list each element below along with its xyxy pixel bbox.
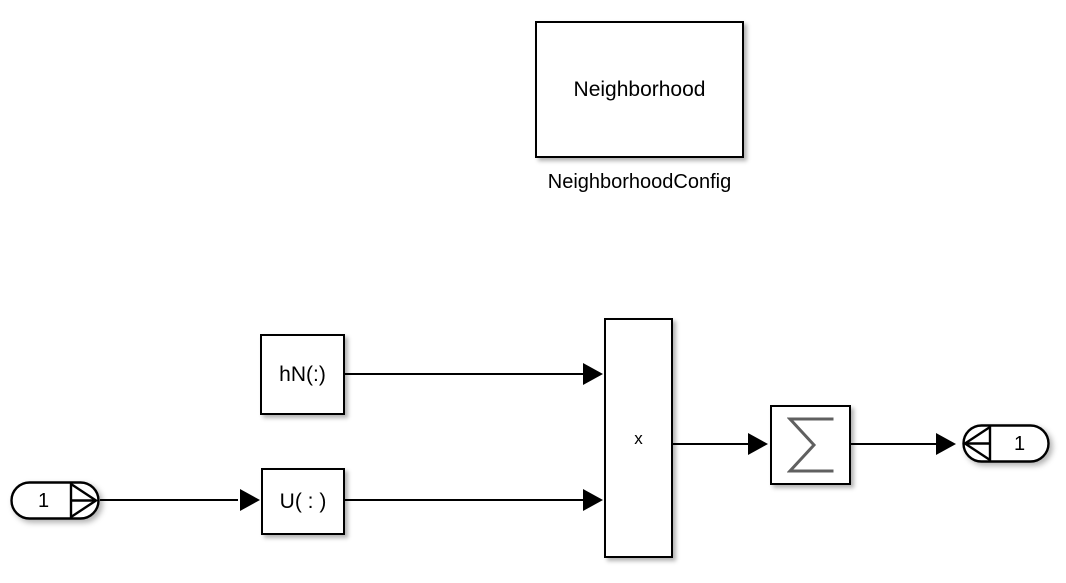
wire-hn-to-multiply[interactable] [345, 373, 583, 375]
block-hn-label: hN(:) [279, 363, 326, 386]
wire-sum-to-outport[interactable] [851, 443, 936, 445]
block-u-label: U( : ) [279, 490, 327, 513]
outport-icon [962, 424, 1050, 463]
arrowhead-u-to-multiply [583, 489, 603, 511]
block-neighborhood-label: Neighborhood [573, 78, 706, 101]
sigma-icon [786, 417, 833, 473]
block-hn-selector[interactable]: hN(:) [260, 334, 345, 415]
block-sum[interactable] [770, 405, 851, 485]
block-product-label: x [634, 428, 643, 448]
wire-inport-to-u[interactable] [100, 499, 238, 501]
outport-number: 1 [1014, 433, 1026, 455]
block-neighborhood-config[interactable]: Neighborhood [535, 21, 744, 158]
block-product[interactable]: x [604, 318, 673, 558]
block-neighborhood-caption: NeighborhoodConfig [547, 171, 732, 193]
outport-block[interactable] [962, 424, 1050, 463]
arrowhead-multiply-to-sum [748, 433, 768, 455]
inport-block[interactable] [10, 481, 100, 520]
inport-number: 1 [38, 490, 50, 512]
arrowhead-inport-to-u [240, 489, 260, 511]
block-u-selector[interactable]: U( : ) [261, 468, 345, 535]
arrowhead-hn-to-multiply [583, 363, 603, 385]
wire-multiply-to-sum[interactable] [673, 443, 748, 445]
inport-icon [10, 481, 100, 520]
arrowhead-sum-to-outport [936, 433, 956, 455]
wire-u-to-multiply[interactable] [345, 499, 583, 501]
